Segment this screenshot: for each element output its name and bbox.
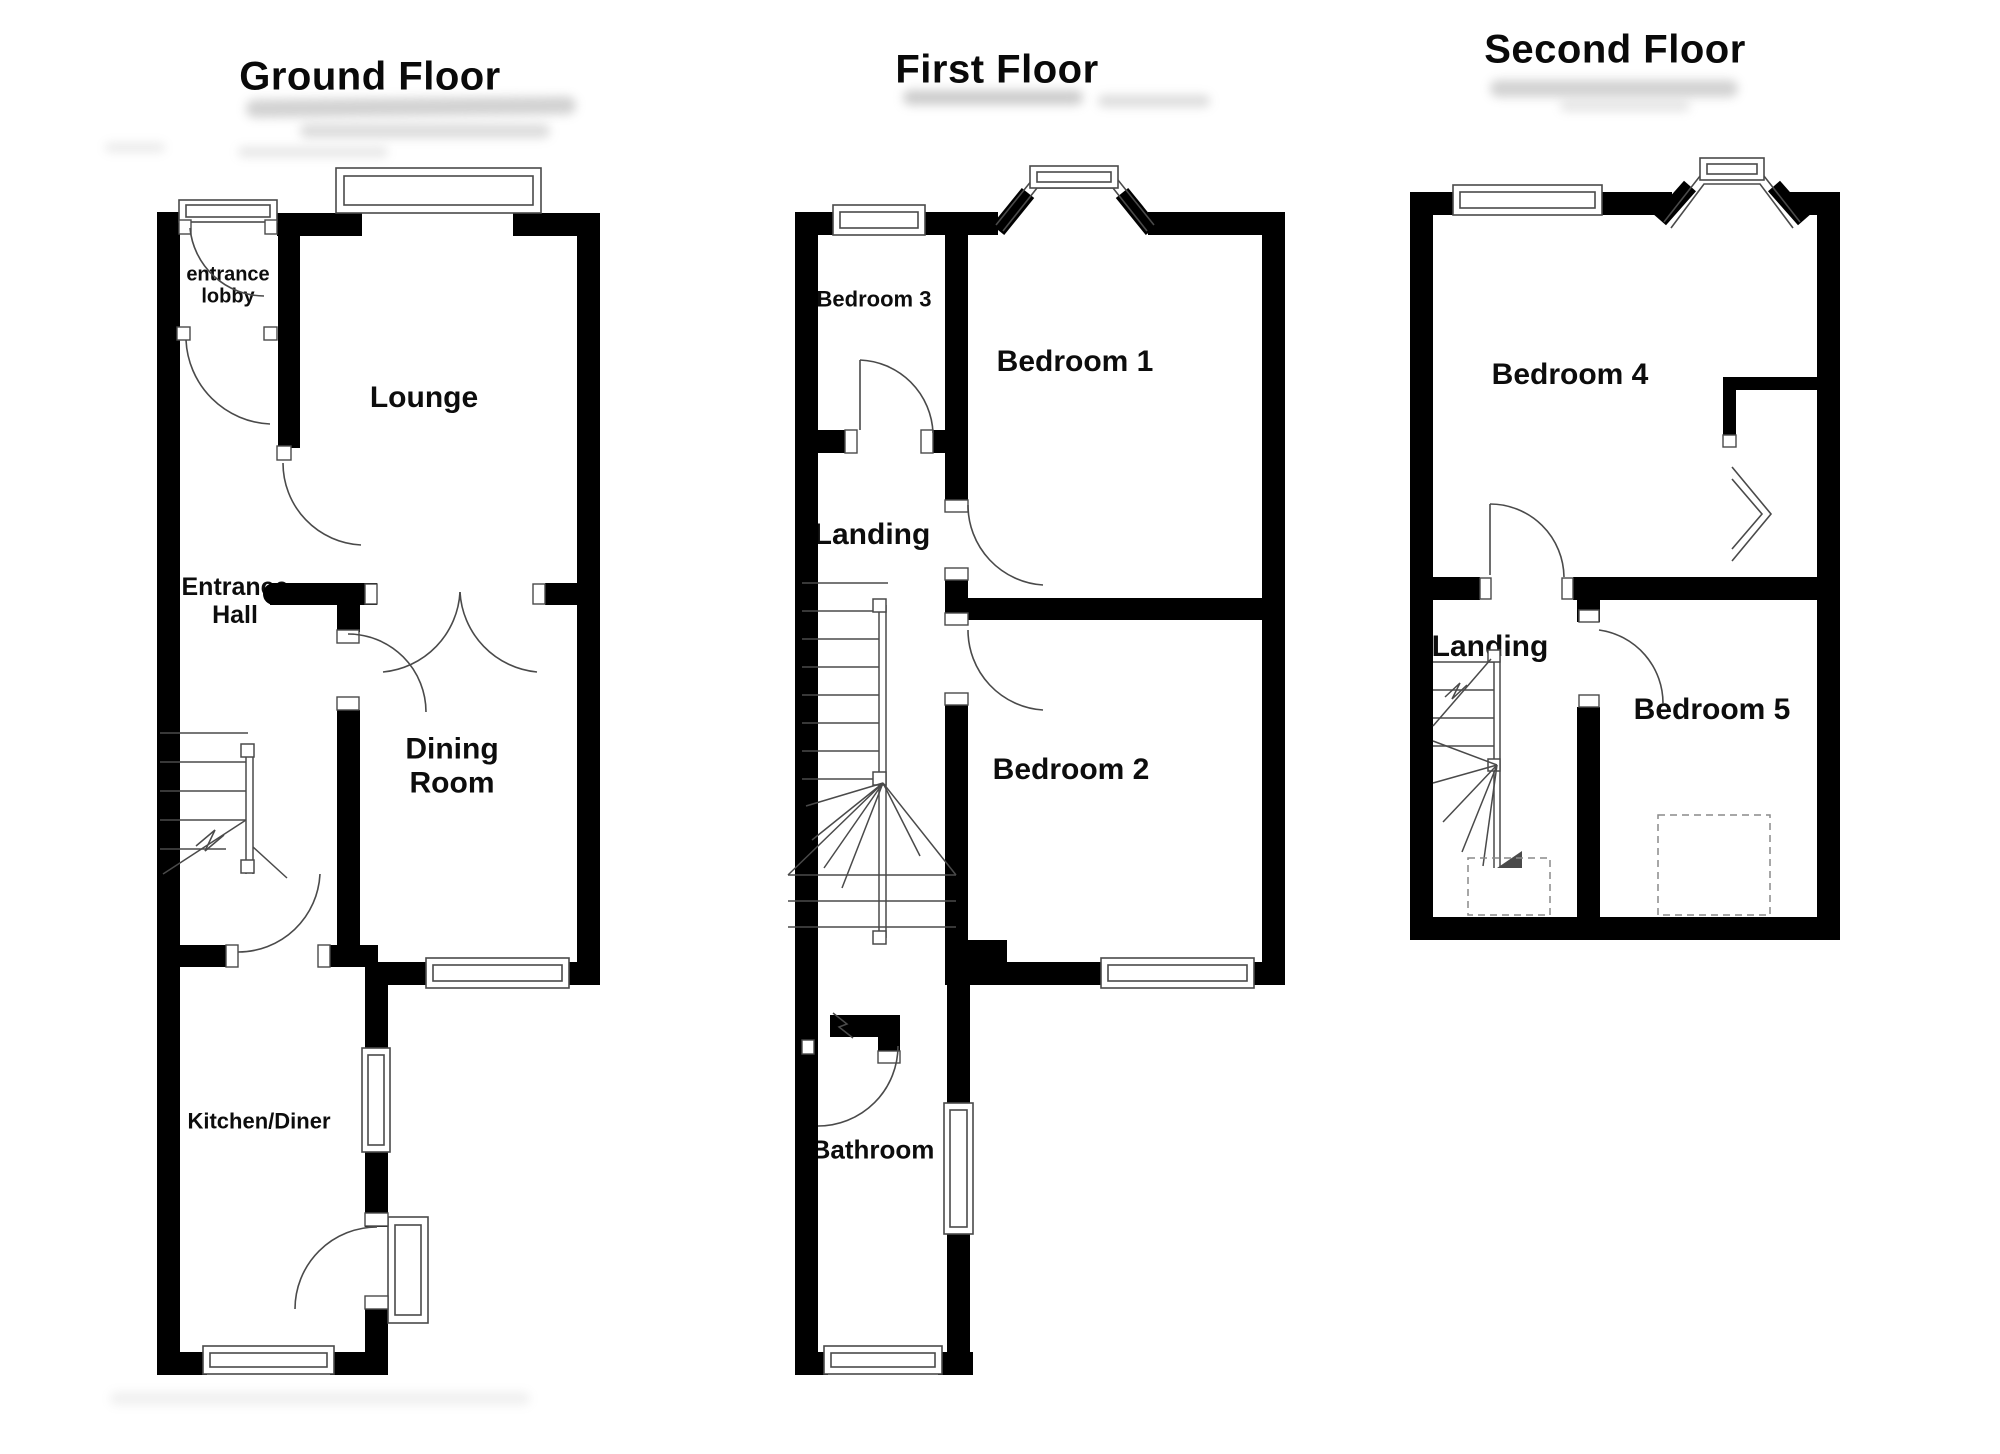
room-label-line: Hall: [212, 601, 258, 629]
room-label-line: Kitchen/Diner: [187, 1108, 331, 1134]
room-label-bedroom-4: Bedroom 4: [1492, 358, 1649, 392]
erased-text-smudge: [1560, 101, 1690, 111]
room-label-line: Bedroom 4: [1491, 358, 1649, 392]
erased-text-smudge: [300, 124, 550, 138]
floor-title-second: Second Floor: [1484, 27, 1746, 72]
floor-title-first: First Floor: [895, 47, 1099, 92]
room-label-line: lobby: [201, 286, 255, 308]
room-label-bedroom-2: Bedroom 2: [993, 753, 1150, 787]
room-label-dining-room: Dining Room: [405, 732, 498, 799]
room-label-landing-first: Landing: [814, 518, 931, 552]
erased-text-smudge: [105, 143, 165, 152]
room-label-bathroom: Bathroom: [812, 1135, 935, 1164]
erased-text-smudge: [1098, 95, 1210, 107]
room-label-bedroom-1: Bedroom 1: [997, 345, 1154, 379]
erased-text-smudge: [110, 1392, 530, 1405]
room-label-line: Room: [409, 766, 495, 799]
floor-title-ground: Ground Floor: [239, 54, 501, 99]
room-label-line: Bathroom: [811, 1134, 935, 1165]
room-label-bedroom-5: Bedroom 5: [1634, 693, 1791, 727]
erased-text-smudge: [903, 90, 1083, 105]
room-label-line: Bedroom 2: [992, 753, 1150, 787]
room-label-line: Lounge: [369, 381, 479, 415]
erased-text-smudge: [238, 147, 388, 157]
room-label-line: Bedroom 5: [1633, 693, 1791, 727]
room-label-line: Dining: [405, 732, 499, 766]
erased-text-smudge: [1490, 80, 1738, 97]
room-label-line: Entrance: [181, 573, 289, 601]
room-label-landing-second: Landing: [1432, 630, 1549, 664]
room-label-lounge: Lounge: [370, 381, 478, 415]
room-label-line: Landing: [1431, 630, 1549, 664]
room-label-entrance-hall: Entrance Hall: [182, 573, 289, 629]
room-label-kitchen-diner: Kitchen/Diner: [187, 1108, 331, 1135]
room-label-bedroom-3: Bedroom 3: [816, 286, 932, 313]
room-label-line: Bedroom 1: [996, 345, 1154, 379]
room-label-line: entrance: [186, 263, 270, 286]
room-label-line: Bedroom 3: [816, 286, 932, 312]
room-label-line: Landing: [813, 518, 931, 552]
room-label-entrance-lobby: entrance lobby: [186, 264, 269, 309]
